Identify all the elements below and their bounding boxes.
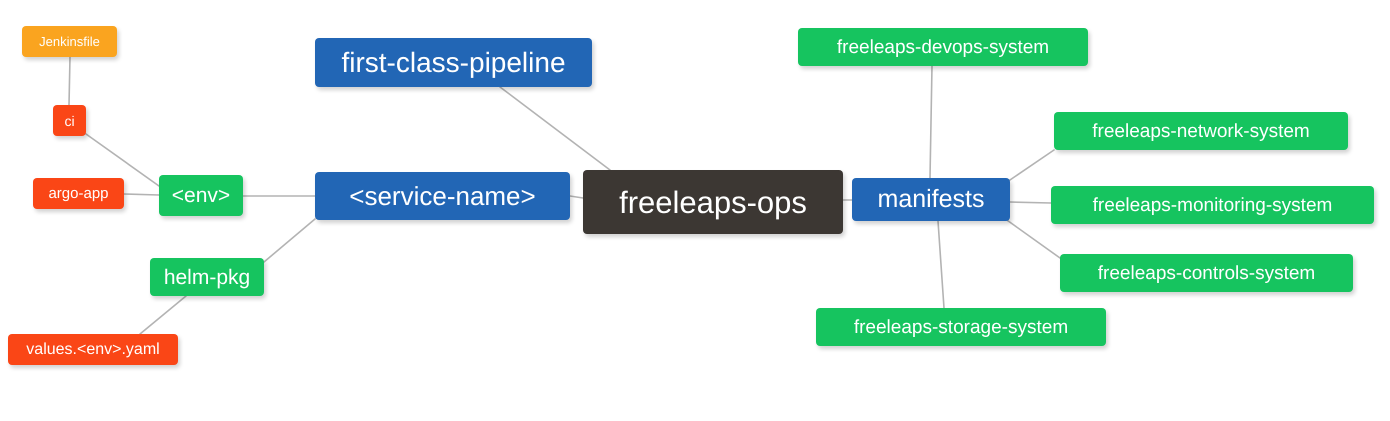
node-service-name[interactable]: <service-name> [315, 172, 570, 220]
node-label-ci: ci [64, 112, 75, 129]
node-label-argo-app: argo-app [48, 185, 109, 202]
node-manifests[interactable]: manifests [852, 178, 1010, 221]
node-freeleaps-monitoring-system[interactable]: freeleaps-monitoring-system [1051, 186, 1374, 224]
edge-service-name-to-helm-pkg [263, 218, 316, 263]
node-helm-pkg[interactable]: helm-pkg [150, 258, 264, 296]
edge-manifests-to-freeleaps-storage-system [937, 220, 945, 309]
node-argo-app[interactable]: argo-app [33, 178, 124, 209]
edge-jenkinsfile-to-ci [68, 56, 71, 106]
edge-manifests-to-freeleaps-network-system [1006, 149, 1055, 183]
node-label-service-name: <service-name> [349, 181, 536, 211]
node-label-freeleaps-ops: freeleaps-ops [619, 184, 807, 220]
node-ci[interactable]: ci [53, 105, 86, 136]
node-freeleaps-controls-system[interactable]: freeleaps-controls-system [1060, 254, 1353, 292]
edge-service-name-to-freeleaps-ops [569, 195, 584, 199]
node-label-freeleaps-controls-system: freeleaps-controls-system [1097, 262, 1316, 284]
node-label-helm-pkg: helm-pkg [163, 265, 251, 289]
node-label-values-yaml: values.<env>.yaml [26, 340, 160, 358]
node-label-freeleaps-monitoring-system: freeleaps-monitoring-system [1092, 194, 1333, 216]
edge-manifests-to-freeleaps-controls-system [1003, 217, 1061, 259]
edge-manifests-to-freeleaps-monitoring-system [1009, 201, 1052, 204]
node-jenkinsfile[interactable]: Jenkinsfile [22, 26, 117, 57]
node-label-freeleaps-devops-system: freeleaps-devops-system [836, 36, 1050, 58]
node-freeleaps-devops-system[interactable]: freeleaps-devops-system [798, 28, 1088, 66]
edge-helm-pkg-to-values-yaml [139, 295, 187, 335]
node-label-freeleaps-network-system: freeleaps-network-system [1092, 120, 1310, 142]
node-freeleaps-ops[interactable]: freeleaps-ops [583, 170, 843, 234]
node-label-jenkinsfile: Jenkinsfile [39, 34, 100, 49]
node-label-env: <env> [171, 184, 231, 207]
node-values-yaml[interactable]: values.<env>.yaml [8, 334, 178, 365]
edge-argo-app-to-env [123, 193, 160, 196]
node-label-first-class-pipeline: first-class-pipeline [341, 46, 566, 78]
node-freeleaps-network-system[interactable]: freeleaps-network-system [1054, 112, 1348, 150]
node-freeleaps-storage-system[interactable]: freeleaps-storage-system [816, 308, 1106, 346]
node-label-freeleaps-storage-system: freeleaps-storage-system [853, 316, 1069, 338]
edge-first-class-pipeline-to-freeleaps-ops [499, 86, 611, 171]
node-env[interactable]: <env> [159, 175, 243, 216]
edge-manifests-to-freeleaps-devops-system [929, 65, 933, 179]
node-first-class-pipeline[interactable]: first-class-pipeline [315, 38, 592, 87]
node-label-manifests: manifests [877, 185, 985, 213]
